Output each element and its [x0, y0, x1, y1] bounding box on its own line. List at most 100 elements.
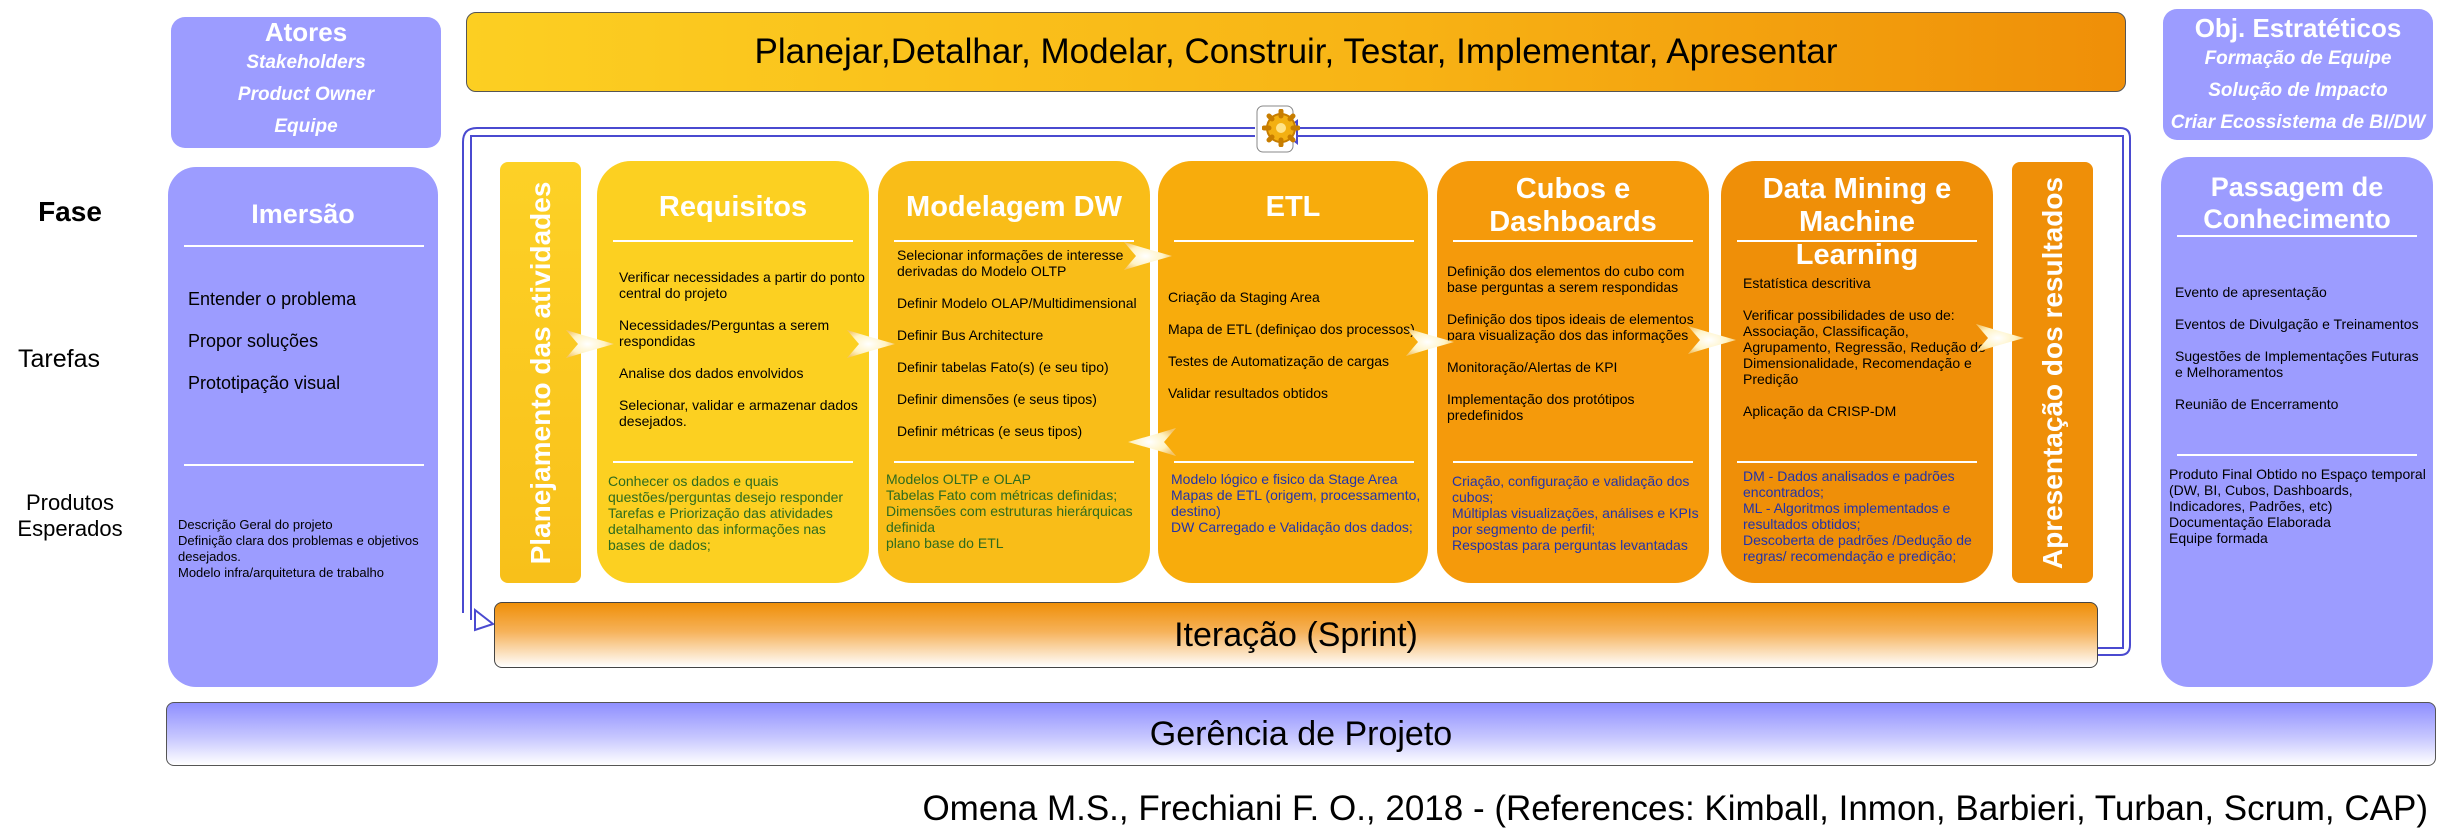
objetivos-item: Formação de Equipe	[2204, 48, 2392, 69]
phase-etl: ETL Criação da Staging Area Mapa de ETL …	[1158, 161, 1428, 583]
phase-task: Mapa de ETL (definiçao dos processos)	[1168, 321, 1415, 337]
phase-product: Conhecer os dados e quais questões/pergu…	[608, 473, 844, 505]
phase-data-mining-ml: Data Mining e Machine Learning Estatísti…	[1721, 161, 1993, 583]
tarefas-label: Tarefas	[18, 345, 100, 373]
phase-task: Selecionar, validar e armazenar dados de…	[619, 397, 858, 429]
phase-product: Criação, configuração e validação dos cu…	[1452, 473, 1690, 505]
phase-task: Criação da Staging Area	[1168, 289, 1320, 305]
phase-task: Definição dos tipos ideais de elementos …	[1447, 311, 1694, 343]
imersao-products: Descrição Geral do projeto Definição cla…	[178, 517, 428, 581]
iteracao-bar: Iteração (Sprint)	[494, 602, 2098, 668]
top-banner: Planejar,Detalhar, Modelar, Construir, T…	[466, 12, 2126, 92]
gerencia-bar: Gerência de Projeto	[166, 702, 2436, 766]
phase-task: Necessidades/Perguntas a serem respondid…	[619, 317, 830, 349]
passagem-task: Evento de apresentação	[2175, 284, 2327, 300]
atores-item: Equipe	[274, 116, 338, 137]
objetivos-item: Solução de Impacto	[2208, 80, 2388, 101]
imersao-task: Entender o problema	[188, 289, 357, 309]
phase-products: Criação, configuração e validação dos cu…	[1452, 473, 1708, 553]
phase-task: Aplicação da CRISP-DM	[1743, 403, 1897, 419]
credit-line: Omena M.S., Frechiani F. O., 2018 - (Ref…	[922, 789, 2428, 828]
phase-task: Selecionar informações de interesse deri…	[897, 247, 1124, 279]
phase-task: Definir métricas (e seus tipos)	[897, 423, 1083, 439]
phase-tasks: Criação da Staging Area Mapa de ETL (def…	[1168, 289, 1426, 417]
gear-icon	[1262, 109, 1300, 147]
phase-title: Modelagem DW	[906, 191, 1122, 223]
passagem-column: Passagem de Conhecimento Evento de apres…	[2161, 157, 2433, 687]
phase-product: Modelo lógico e fisico da Stage Area	[1171, 471, 1398, 487]
passagem-divider	[2177, 235, 2417, 237]
arrow-right-icon	[1406, 328, 1454, 356]
phase-title: Data Mining e Machine Learning	[1762, 173, 1952, 271]
phase-task: Implementação dos protótipos predefinido…	[1447, 391, 1635, 423]
phase-products: Conhecer os dados e quais questões/pergu…	[608, 473, 866, 553]
imersao-divider	[184, 245, 424, 247]
imersao-task: Prototipação visual	[188, 373, 341, 393]
phase-task: Analise dos dados envolvidos	[619, 365, 804, 381]
phase-product: Descoberta de padrões /Dedução de regras…	[1743, 532, 1972, 564]
arrow-right-icon	[1124, 242, 1172, 270]
phase-task: Definir Modelo OLAP/Multidimensional	[897, 295, 1137, 311]
phase-divider	[894, 240, 1134, 242]
imersao-tasks: Entender o problema Propor soluções Prot…	[188, 289, 356, 393]
phase-product: DW Carregado e Validação dos dados;	[1171, 519, 1413, 535]
phase-task: Definir dimensões (e seus tipos)	[897, 391, 1097, 407]
phase-products: Modelo lógico e fisico da Stage Area Map…	[1171, 471, 1427, 535]
imersao-divider	[184, 464, 424, 466]
passagem-product: Produto Final Obtido no Espaço temporal …	[2169, 466, 2426, 514]
phase-task: Estatística descritiva	[1743, 275, 1871, 291]
objetivos-title: Obj. Estratéticos	[2194, 13, 2402, 43]
passagem-products: Produto Final Obtido no Espaço temporal …	[2169, 466, 2429, 546]
imersao-product: Definição clara dos problemas e objetivo…	[178, 533, 419, 564]
phase-task: Definição dos elementos do cubo com base…	[1447, 263, 1685, 295]
atores-box: Atores Stakeholders Product Owner Equipe	[171, 17, 441, 148]
arrow-right-icon	[1976, 324, 2024, 352]
phase-tasks: Estatística descritiva Verificar possibi…	[1743, 275, 1989, 435]
passagem-task: Sugestões de Implementações Futuras e Me…	[2175, 348, 2419, 380]
imersao-product: Descrição Geral do projeto	[178, 517, 333, 532]
phase-divider	[1737, 240, 1977, 242]
phase-divider	[1174, 461, 1414, 463]
fase-label: Fase	[38, 196, 102, 227]
objetivos-item: Criar Ecossistema de BI/DW	[2170, 112, 2426, 133]
phase-product: Tarefas e Priorização das atividades det…	[608, 505, 833, 553]
arrow-right-icon	[847, 330, 895, 358]
phase-tasks: Selecionar informações de interesse deri…	[897, 247, 1147, 455]
phase-task: Validar resultados obtidos	[1168, 385, 1329, 401]
imersao-column: Imersão Entender o problema Propor soluç…	[168, 167, 438, 687]
planejamento-bar: Planejamento das atividades	[500, 162, 581, 583]
passagem-product: Equipe formada	[2169, 530, 2268, 546]
phase-requisitos: Requisitos Verificar necessidades a part…	[597, 161, 869, 583]
phase-product: ML - Algoritmos implementados e resultad…	[1743, 500, 1951, 532]
imersao-title: Imersão	[251, 199, 355, 229]
phase-divider	[613, 240, 853, 242]
phase-title: Requisitos	[658, 191, 808, 223]
atores-item: Product Owner	[237, 84, 375, 105]
phase-product: Respostas para perguntas levantadas	[1452, 537, 1688, 553]
atores-title: Atores	[264, 17, 348, 47]
phase-product: Modelos OLTP e OLAP	[886, 471, 1031, 487]
phase-divider	[1453, 240, 1693, 242]
phase-product: plano base do ETL	[886, 535, 1004, 551]
apresentacao-bar: Apresentação dos resultados	[2012, 162, 2093, 583]
phase-task: Definir Bus Architecture	[897, 327, 1044, 343]
imersao-task: Propor soluções	[188, 331, 319, 351]
phase-products: DM - Dados analisados e padrões encontra…	[1743, 468, 1989, 564]
passagem-divider	[2177, 454, 2417, 456]
phase-title: Cubos e Dashboards	[1489, 173, 1657, 238]
phase-task: Monitoração/Alertas de KPI	[1447, 359, 1618, 375]
phase-product: DM - Dados analisados e padrões encontra…	[1743, 468, 1955, 500]
phase-cubos-dashboards: Cubos e Dashboards Definição dos element…	[1437, 161, 1709, 583]
phase-task: Verificar necessidades a partir do ponto…	[619, 269, 865, 301]
phase-task: Verificar possibilidades de uso de: Asso…	[1743, 307, 1986, 387]
arrow-right-icon	[566, 330, 614, 358]
phase-divider	[1453, 461, 1693, 463]
phase-divider	[894, 461, 1134, 463]
phase-product: Dimensões com estruturas hierárquicas de…	[886, 503, 1133, 535]
phase-products: Modelos OLTP e OLAP Tabelas Fato com mét…	[886, 471, 1144, 551]
objetivos-box: Obj. Estratéticos Formação de Equipe Sol…	[2163, 9, 2433, 140]
arrow-right-icon	[1688, 326, 1736, 354]
passagem-tasks: Evento de apresentação Eventos de Divulg…	[2175, 284, 2425, 412]
phase-divider	[613, 461, 853, 463]
